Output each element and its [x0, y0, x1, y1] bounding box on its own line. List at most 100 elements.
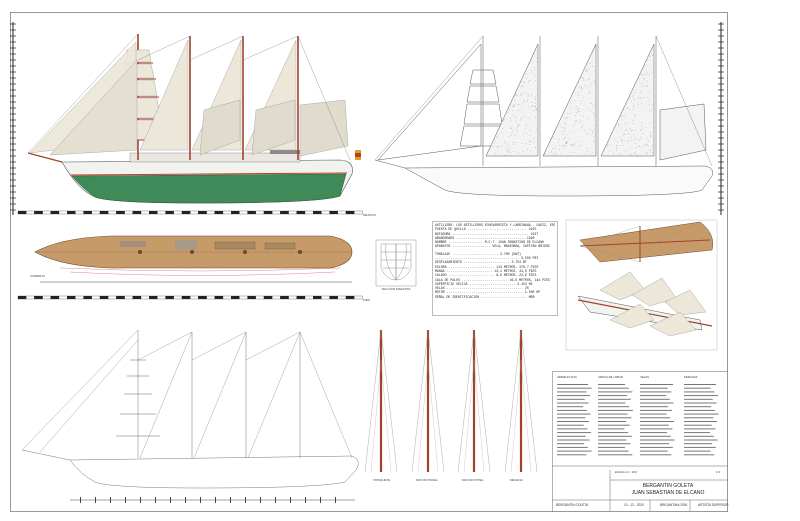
deck-plan-view	[34, 235, 353, 283]
stipple-dot	[520, 82, 522, 84]
stipple-dot	[650, 151, 651, 153]
stipple-dot	[641, 74, 643, 75]
stipple-dot	[582, 149, 583, 151]
stipple-dot	[510, 119, 512, 121]
stipple-dot	[575, 106, 577, 107]
stipple-dot	[581, 87, 583, 88]
scale-label-feet: PIES	[363, 298, 370, 302]
stipple-dot	[621, 127, 623, 129]
stipple-dot	[559, 126, 561, 127]
stipple-dot	[529, 140, 531, 142]
stipple-dot	[648, 149, 650, 150]
legend-line	[557, 421, 589, 422]
stipple-dot	[513, 105, 515, 106]
scale-segment	[50, 210, 60, 215]
scale-segment	[239, 210, 248, 215]
stipple-dot	[578, 111, 579, 112]
stipple-dot	[564, 122, 566, 124]
stipple-dot	[583, 84, 585, 86]
stipple-dot	[646, 69, 647, 71]
scale-segment	[198, 210, 207, 215]
stipple-dot	[528, 106, 529, 108]
stipple-dot	[616, 148, 618, 149]
footer-revision: BRIGANTINA 2000	[660, 503, 688, 507]
stipple-dot	[522, 102, 524, 104]
legend-line	[598, 443, 631, 445]
legend-line	[557, 432, 592, 434]
stipple-dot	[519, 123, 520, 125]
stipple-dot	[526, 133, 528, 135]
scale-segment	[206, 295, 215, 300]
stipple-dot	[588, 92, 589, 94]
stipple-dot	[511, 127, 512, 129]
scale-segment	[222, 210, 232, 215]
stipple-dot	[643, 96, 644, 98]
stipple-dot	[534, 98, 536, 100]
stipple-dot	[624, 130, 626, 131]
stipple-dot	[640, 92, 642, 93]
stipple-dot	[529, 117, 530, 119]
stipple-dot	[568, 155, 570, 157]
stipple-dot	[581, 127, 583, 129]
legend-line	[598, 428, 625, 430]
legend-line	[598, 424, 630, 426]
stipple-dot	[629, 128, 631, 129]
stipple-dot	[537, 61, 538, 62]
mast-stay	[473, 329, 491, 473]
stipple-dot	[650, 110, 652, 112]
stipple-dot	[626, 129, 627, 131]
stipple-dot	[563, 138, 565, 140]
stipple-dot	[535, 73, 537, 75]
scale-segment	[34, 295, 43, 300]
stipple-dot	[566, 155, 568, 157]
stipple-dot	[525, 128, 527, 130]
stipple-dot	[507, 151, 509, 153]
legend-line	[598, 446, 625, 448]
stipple-dot	[564, 130, 565, 131]
stipple-dot	[647, 85, 648, 87]
stipple-dot	[622, 142, 623, 143]
stipple-dot	[527, 81, 529, 83]
legend-line	[640, 409, 672, 411]
stipple-dot	[609, 150, 611, 152]
stipple-dot	[581, 100, 583, 101]
stipple-dot	[535, 147, 537, 148]
stipple-dot	[530, 140, 531, 142]
stipple-dot	[517, 127, 519, 129]
stipple-dot	[556, 154, 558, 155]
stipple-dot	[630, 136, 632, 138]
station-mark	[125, 497, 126, 503]
stipple-dot	[608, 141, 609, 143]
legend-line	[557, 454, 587, 456]
legend-line	[598, 387, 629, 389]
stipple-dot	[580, 114, 581, 116]
stipple-dot	[518, 103, 520, 105]
stipple-dot	[640, 135, 642, 137]
stipple-dot	[516, 95, 518, 96]
stipple-dot	[572, 145, 573, 147]
stipple-dot	[529, 144, 530, 145]
stipple-dot	[518, 124, 520, 126]
stipple-dot	[628, 140, 629, 142]
stipple-dot	[576, 112, 578, 113]
stipple-dot	[523, 92, 524, 94]
scale-segment	[108, 295, 117, 300]
mast-stay	[520, 329, 538, 473]
stipple-dot	[588, 85, 590, 87]
stipple-dot	[508, 136, 509, 137]
stipple-dot	[537, 87, 539, 89]
stipple-dot	[650, 132, 651, 134]
stipple-dot	[583, 124, 584, 126]
stipple-dot	[523, 99, 525, 101]
legend-line	[640, 450, 668, 452]
stipple-dot	[621, 115, 623, 116]
stipple-dot	[647, 144, 648, 146]
legend-line	[598, 406, 630, 408]
stipple-dot	[640, 138, 642, 139]
spec-row: MOTOR ..................................…	[435, 290, 541, 295]
stipple-dot	[507, 111, 509, 113]
scale-segment	[67, 295, 76, 300]
stipple-dot	[537, 136, 538, 138]
stipple-dot	[650, 135, 651, 137]
stipple-dot	[534, 99, 536, 101]
